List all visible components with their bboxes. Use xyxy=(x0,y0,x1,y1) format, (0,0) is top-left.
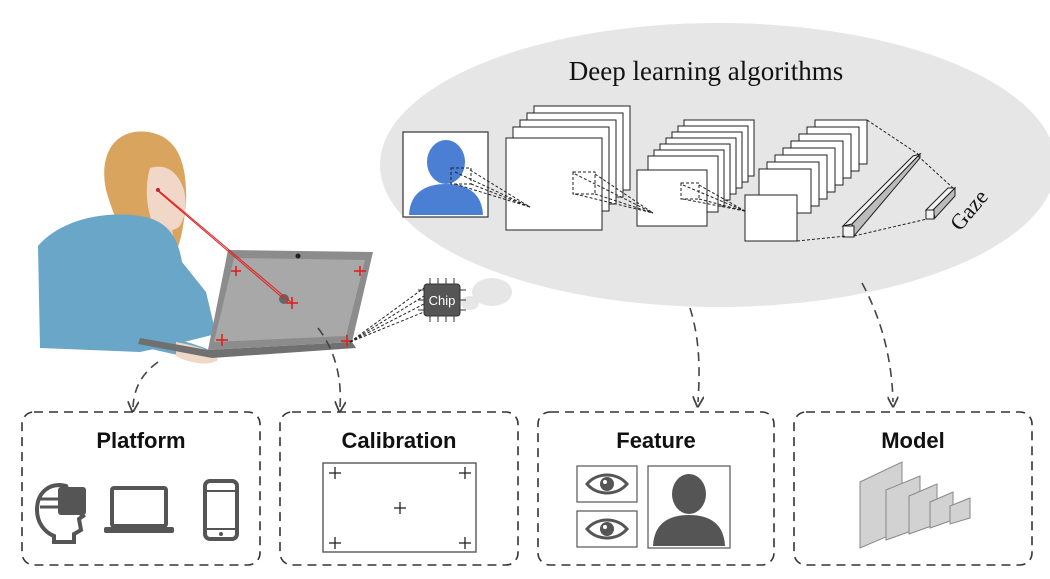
box-feature-title: Feature xyxy=(616,428,695,453)
arrow-to-platform xyxy=(133,361,159,407)
conv-layer-stack-2 xyxy=(636,119,755,227)
webcam xyxy=(295,253,301,259)
laptop-device xyxy=(138,189,373,358)
box-platform: Platform xyxy=(21,411,261,566)
calibration-cross-icons xyxy=(329,467,471,549)
box-calibration: Calibration xyxy=(279,411,519,566)
arrow-to-calibration xyxy=(317,327,340,407)
box-feature: Feature xyxy=(537,411,775,566)
box-calibration-title: Calibration xyxy=(342,428,457,453)
chip-label: Chip xyxy=(429,293,456,308)
neural-network-layers-icon xyxy=(859,461,971,549)
laptop-to-chip-lines xyxy=(349,287,425,343)
chip-icon: Chip xyxy=(418,278,466,322)
arrow-to-model xyxy=(861,282,893,402)
bubble-title: Deep learning algorithms xyxy=(569,56,843,86)
smartphone-icon xyxy=(203,479,239,541)
input-face-image xyxy=(402,131,489,218)
person-silhouette-icon xyxy=(409,140,483,215)
fc-layer-large xyxy=(841,152,922,238)
conv-layer-stack-1 xyxy=(505,105,631,231)
thought-bubble: Deep learning algorithms xyxy=(380,23,1050,310)
gaze-rays xyxy=(157,189,293,304)
eye-feature-icon-bottom xyxy=(576,510,638,548)
shirt xyxy=(38,214,216,352)
box-model-title: Model xyxy=(881,428,945,453)
eye-feature-icon-top xyxy=(576,465,638,503)
laptop-icon xyxy=(104,486,174,533)
head-mounted-device-icon xyxy=(34,483,87,544)
laptop-base xyxy=(138,338,356,358)
box-platform-title: Platform xyxy=(96,428,185,453)
conv-layer-stack-3 xyxy=(744,119,868,242)
laptop-screen xyxy=(214,258,365,342)
user-figure xyxy=(38,131,218,364)
fc-layer-small xyxy=(924,186,957,220)
arrow-to-feature xyxy=(689,307,699,402)
flow-arrows xyxy=(133,282,893,407)
layer-connections xyxy=(454,119,954,242)
face-feature-icon xyxy=(647,465,731,549)
box-model: Model xyxy=(793,411,1033,566)
